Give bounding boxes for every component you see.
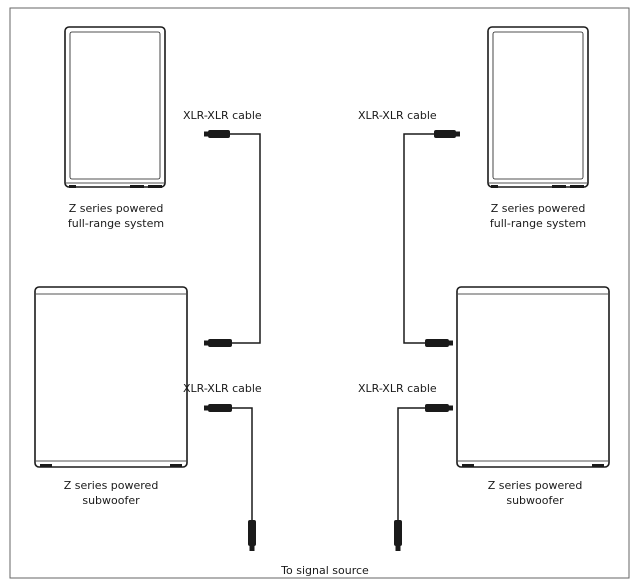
cable-bottom-right-label: XLR-XLR cable <box>358 382 437 395</box>
cable-bottom-left-wire <box>232 407 253 520</box>
sub-left-label-line2: subwoofer <box>82 494 140 507</box>
fullrange-speaker-left <box>64 26 166 188</box>
fullrange-right-label-line1: Z series powered <box>491 202 586 215</box>
xlr-connector-icon <box>248 520 256 551</box>
xlr-connector-icon <box>204 130 230 138</box>
xlr-connector-icon <box>425 404 453 412</box>
xlr-connector-icon <box>394 520 402 551</box>
cable-top-left-label: XLR-XLR cable <box>183 109 262 122</box>
cable-top-right-wire <box>403 133 434 344</box>
subwoofer-right <box>456 286 610 468</box>
fullrange-right-label-line2: full-range system <box>490 217 586 230</box>
diagram-frame <box>9 7 630 579</box>
xlr-connector-icon <box>204 339 232 347</box>
cable-bottom-left-label: XLR-XLR cable <box>183 382 262 395</box>
xlr-connector-icon <box>425 339 453 347</box>
sub-right-label-line1: Z series powered <box>488 479 583 492</box>
sub-right-label-line2: subwoofer <box>506 494 564 507</box>
fullrange-left-label-line1: Z series powered <box>69 202 164 215</box>
xlr-connector-icon <box>204 404 232 412</box>
fullrange-speaker-right <box>487 26 589 188</box>
cable-top-right-label: XLR-XLR cable <box>358 109 437 122</box>
signal-source-label: To signal source <box>280 564 369 577</box>
xlr-connector-icon <box>434 130 460 138</box>
cable-top-left-wire <box>230 133 261 344</box>
fullrange-left-label-line2: full-range system <box>68 217 164 230</box>
cable-bottom-right-wire <box>397 407 425 520</box>
subwoofer-left <box>34 286 188 468</box>
sub-left-label-line1: Z series powered <box>64 479 159 492</box>
